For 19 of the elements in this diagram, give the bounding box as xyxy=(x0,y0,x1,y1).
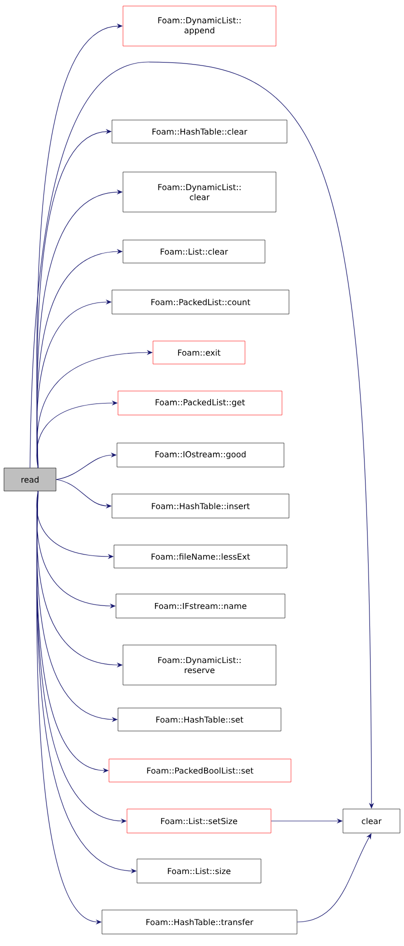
function-box: Foam::HashTable::set xyxy=(118,708,282,732)
function-box: Foam::HashTable::insert xyxy=(112,494,290,518)
function-box: Foam::PackedBoolList::set xyxy=(108,758,292,782)
function-box: Foam::exit xyxy=(152,340,246,364)
function-box: read xyxy=(4,468,56,492)
function-box: Foam::fileName::lessExt xyxy=(114,544,288,568)
function-box: Foam::List::size xyxy=(136,858,262,884)
function-box: Foam::List::clear xyxy=(122,240,266,264)
function-box: Foam::DynamicList:: reserve xyxy=(122,644,276,686)
function-box: Foam::DynamicList:: append xyxy=(122,6,276,46)
function-box: Foam::HashTable::transfer xyxy=(102,910,298,934)
function-box: Foam::DynamicList:: clear xyxy=(122,172,276,212)
function-box: Foam::IOstream::good xyxy=(116,442,284,468)
function-box: clear xyxy=(342,808,400,834)
function-box: Foam::PackedList::get xyxy=(118,390,282,416)
function-box: Foam::IFstream::name xyxy=(116,594,286,618)
function-box: Foam::PackedList::count xyxy=(112,290,290,314)
function-box: Foam::List::setSize xyxy=(126,808,272,834)
function-box: Foam::HashTable::clear xyxy=(112,120,288,144)
